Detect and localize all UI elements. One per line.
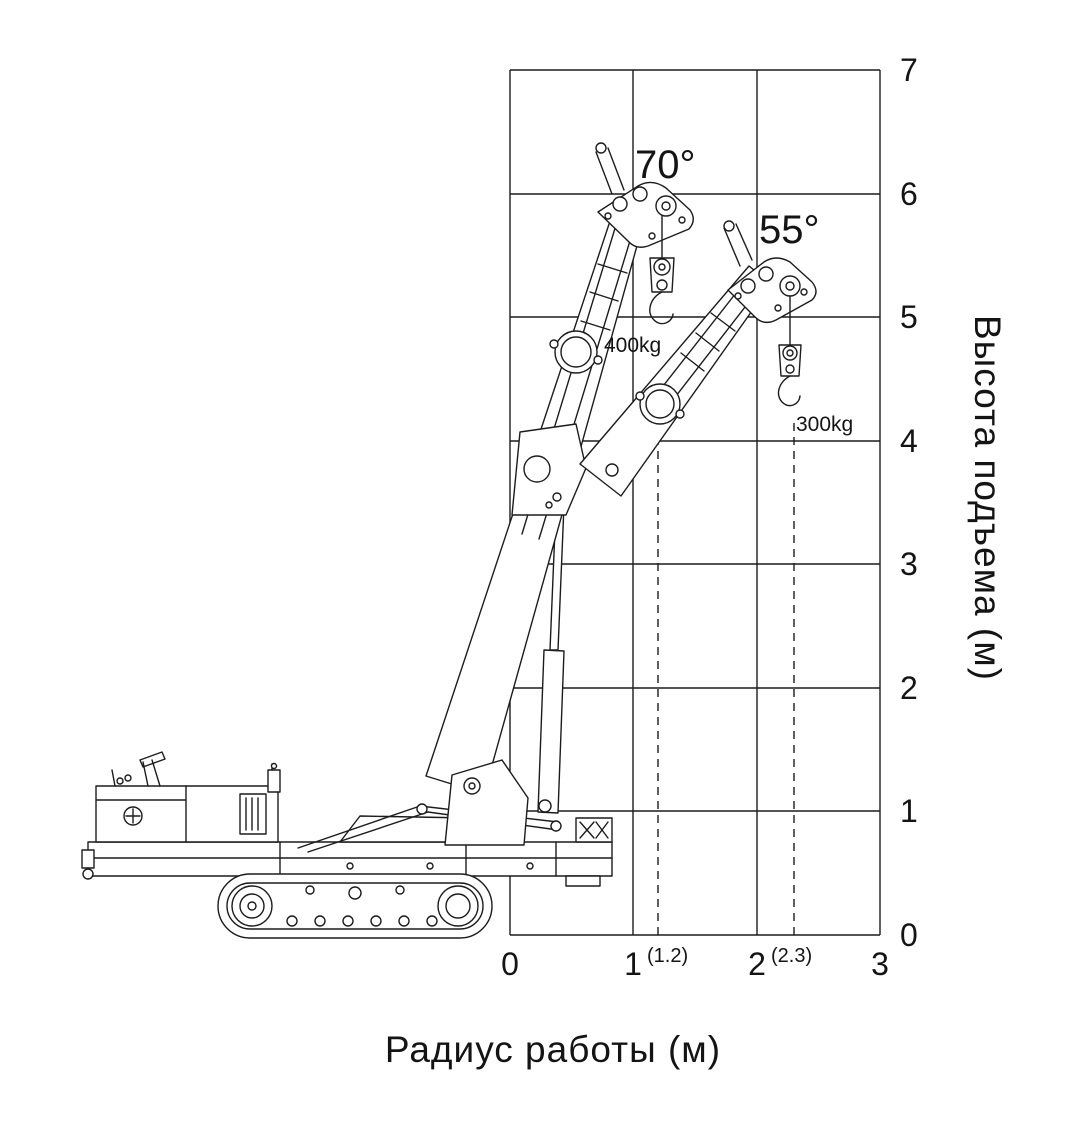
y-tick-label: 7 <box>900 52 918 88</box>
y-tick-label: 4 <box>900 423 918 459</box>
axis-titles: Радиус работы (м) Высота подъема (м) <box>385 315 1008 1070</box>
y-tick-label: 1 <box>900 793 918 829</box>
luffing-cylinder <box>537 504 565 814</box>
x-tick-label: 2 <box>748 946 766 982</box>
crane-illustration <box>81 142 817 939</box>
radius-mark-label: (2.3) <box>771 945 812 967</box>
boom-annotations: 70° 55° 400kg 300kg <box>604 143 853 436</box>
x-axis-title: Радиус работы (м) <box>385 1029 721 1070</box>
boom-head-55 <box>723 220 817 324</box>
superstructure <box>95 751 281 843</box>
crawler-track <box>217 873 493 939</box>
y-tick-label: 2 <box>900 670 918 706</box>
hook-block-55 <box>777 295 802 407</box>
y-tick-label: 6 <box>900 176 918 212</box>
radius-mark-label: (1.2) <box>647 945 688 967</box>
y-tick-label: 3 <box>900 546 918 582</box>
hook-block-70 <box>649 215 675 325</box>
radius-dashed-lines <box>657 420 795 935</box>
x-tick-label: 3 <box>871 946 889 982</box>
boom-55 <box>579 265 772 497</box>
boom-head-70 <box>595 142 694 248</box>
axis-tick-labels: 7 6 5 4 3 2 1 0 0 1 2 3 (1.2) (2.3) <box>501 52 918 982</box>
boom-70 <box>425 199 648 795</box>
capacity-label-300kg: 300kg <box>796 413 853 436</box>
capacity-label-400kg: 400kg <box>604 334 661 357</box>
boom-angle-label-55: 55° <box>759 208 820 252</box>
y-tick-label: 0 <box>900 917 918 953</box>
y-axis-title: Высота подъема (м) <box>967 315 1008 681</box>
x-tick-label: 1 <box>624 946 642 982</box>
boom-mount <box>444 759 552 846</box>
y-tick-label: 5 <box>900 299 918 335</box>
x-tick-label: 0 <box>501 946 519 982</box>
boom-angle-label-70: 70° <box>635 143 696 187</box>
